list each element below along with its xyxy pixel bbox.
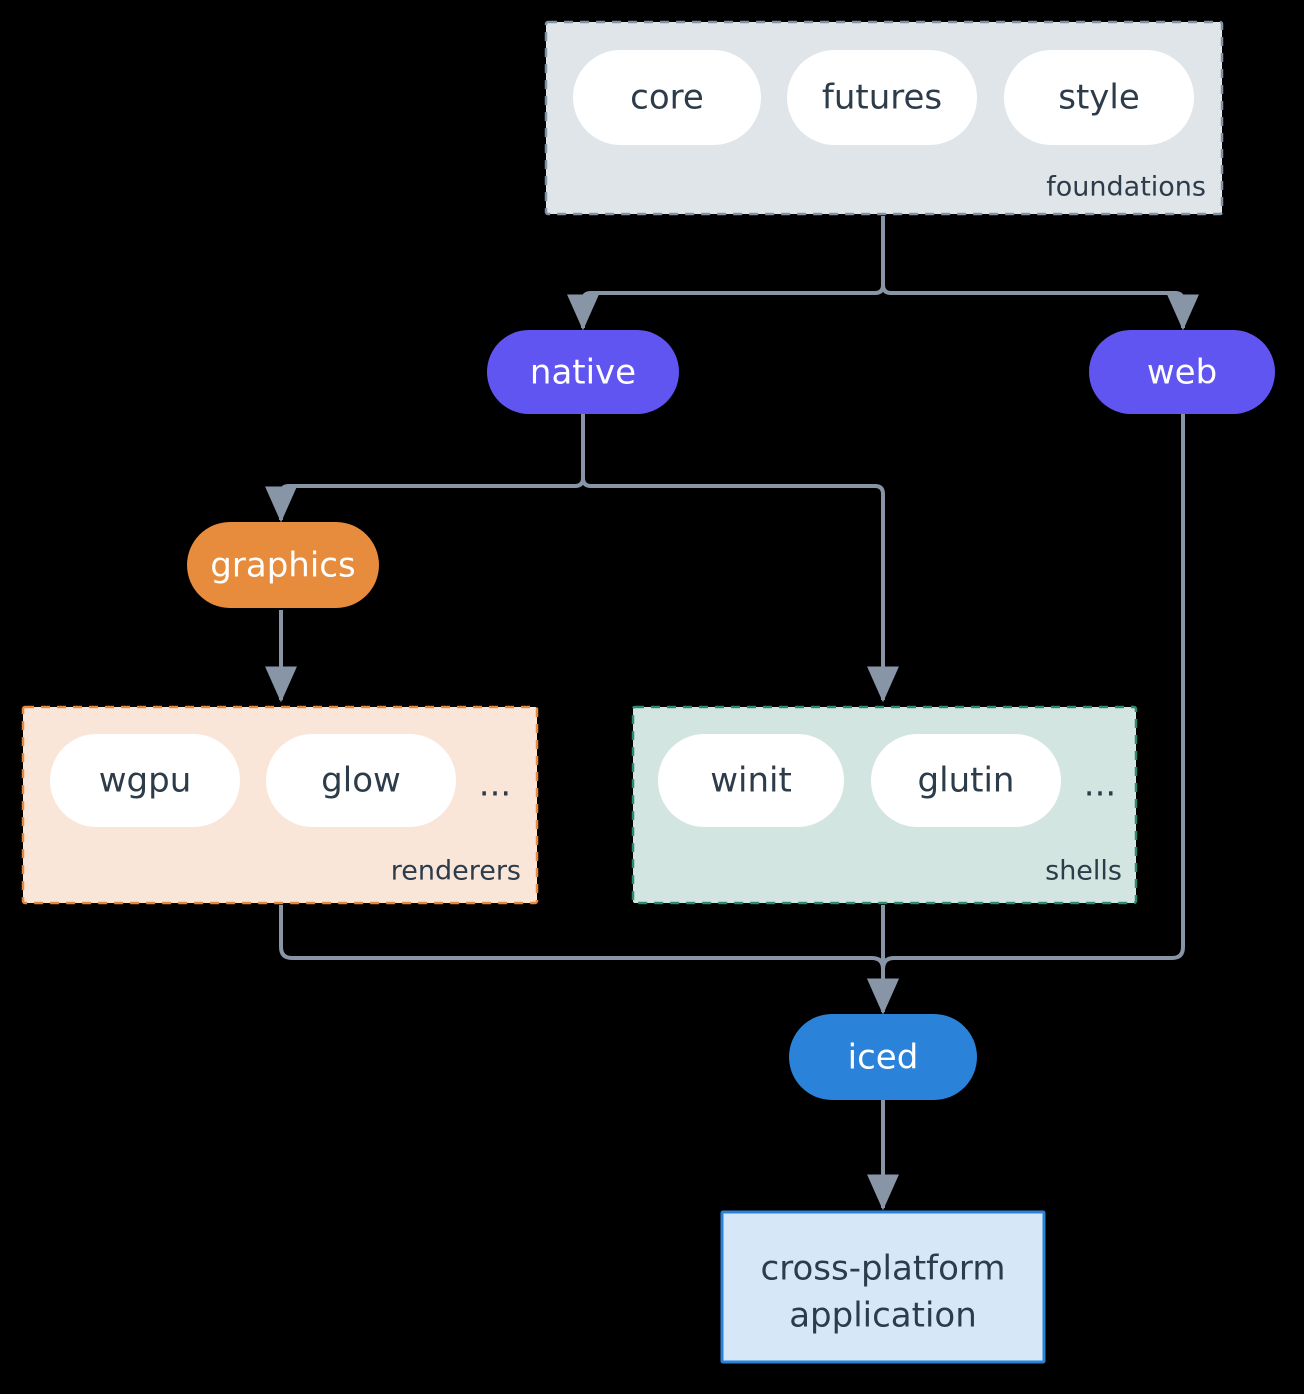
node-graphics-label: graphics: [210, 546, 355, 586]
node-wgpu-shape: [50, 734, 240, 827]
cluster-renderers: wgpu glow ... renderers: [21, 705, 539, 905]
node-application-shape: [720, 1210, 1046, 1364]
node-wgpu[interactable]: wgpu: [50, 734, 240, 827]
node-application-line1: cross-platform: [761, 1249, 1006, 1289]
node-glutin-label: glutin: [918, 761, 1015, 801]
node-native-shape: [487, 330, 679, 414]
node-web-label: web: [1147, 353, 1217, 393]
node-native-label: native: [530, 353, 636, 393]
cluster-foundations-label: foundations: [1046, 172, 1206, 203]
edge-renderers-to-iced: [279, 905, 899, 1015]
node-application-line2: application: [789, 1296, 977, 1336]
node-wgpu-label: wgpu: [99, 761, 192, 801]
node-glutin[interactable]: glutin: [871, 734, 1061, 827]
node-futures[interactable]: futures: [787, 50, 977, 145]
node-winit-shape: [658, 734, 844, 827]
cluster-foundations: core futures style foundations: [544, 20, 1224, 216]
edges-layer: [265, 216, 1199, 1211]
node-futures-label: futures: [822, 78, 942, 118]
edge-foundations-to-web: [881, 216, 1199, 331]
node-winit-label: winit: [710, 761, 792, 801]
node-winit[interactable]: winit: [658, 734, 844, 827]
node-iced-shape: [789, 1014, 977, 1100]
edge-foundations-to-native: [567, 216, 885, 331]
node-style-label: style: [1058, 78, 1140, 118]
node-glow[interactable]: glow: [266, 734, 456, 827]
node-iced[interactable]: iced: [789, 1014, 977, 1100]
edge-native-to-graphics: [265, 414, 585, 523]
node-core-label: core: [630, 78, 704, 118]
node-core[interactable]: core: [573, 50, 761, 145]
node-web[interactable]: web: [1089, 330, 1275, 414]
node-core-shape: [573, 50, 761, 145]
node-style[interactable]: style: [1004, 50, 1194, 145]
renderers-overflow-ellipsis: ...: [479, 765, 511, 805]
node-graphics[interactable]: graphics: [187, 522, 379, 608]
node-futures-shape: [787, 50, 977, 145]
edge-native-to-shells: [581, 414, 899, 703]
node-iced-label: iced: [848, 1038, 919, 1078]
edge-web-to-iced: [867, 414, 1185, 1015]
shells-overflow-ellipsis: ...: [1084, 765, 1116, 805]
node-style-shape: [1004, 50, 1194, 145]
node-cross-platform-application[interactable]: cross-platform application: [720, 1210, 1046, 1364]
cluster-renderers-label: renderers: [391, 856, 521, 887]
node-graphics-shape: [187, 522, 379, 608]
node-glow-label: glow: [321, 761, 401, 801]
cluster-shells: winit glutin ... shells: [631, 705, 1138, 905]
node-glutin-shape: [871, 734, 1061, 827]
cluster-shells-label: shells: [1045, 856, 1122, 887]
node-web-shape: [1089, 330, 1275, 414]
node-native[interactable]: native: [487, 330, 679, 414]
node-glow-shape: [266, 734, 456, 827]
